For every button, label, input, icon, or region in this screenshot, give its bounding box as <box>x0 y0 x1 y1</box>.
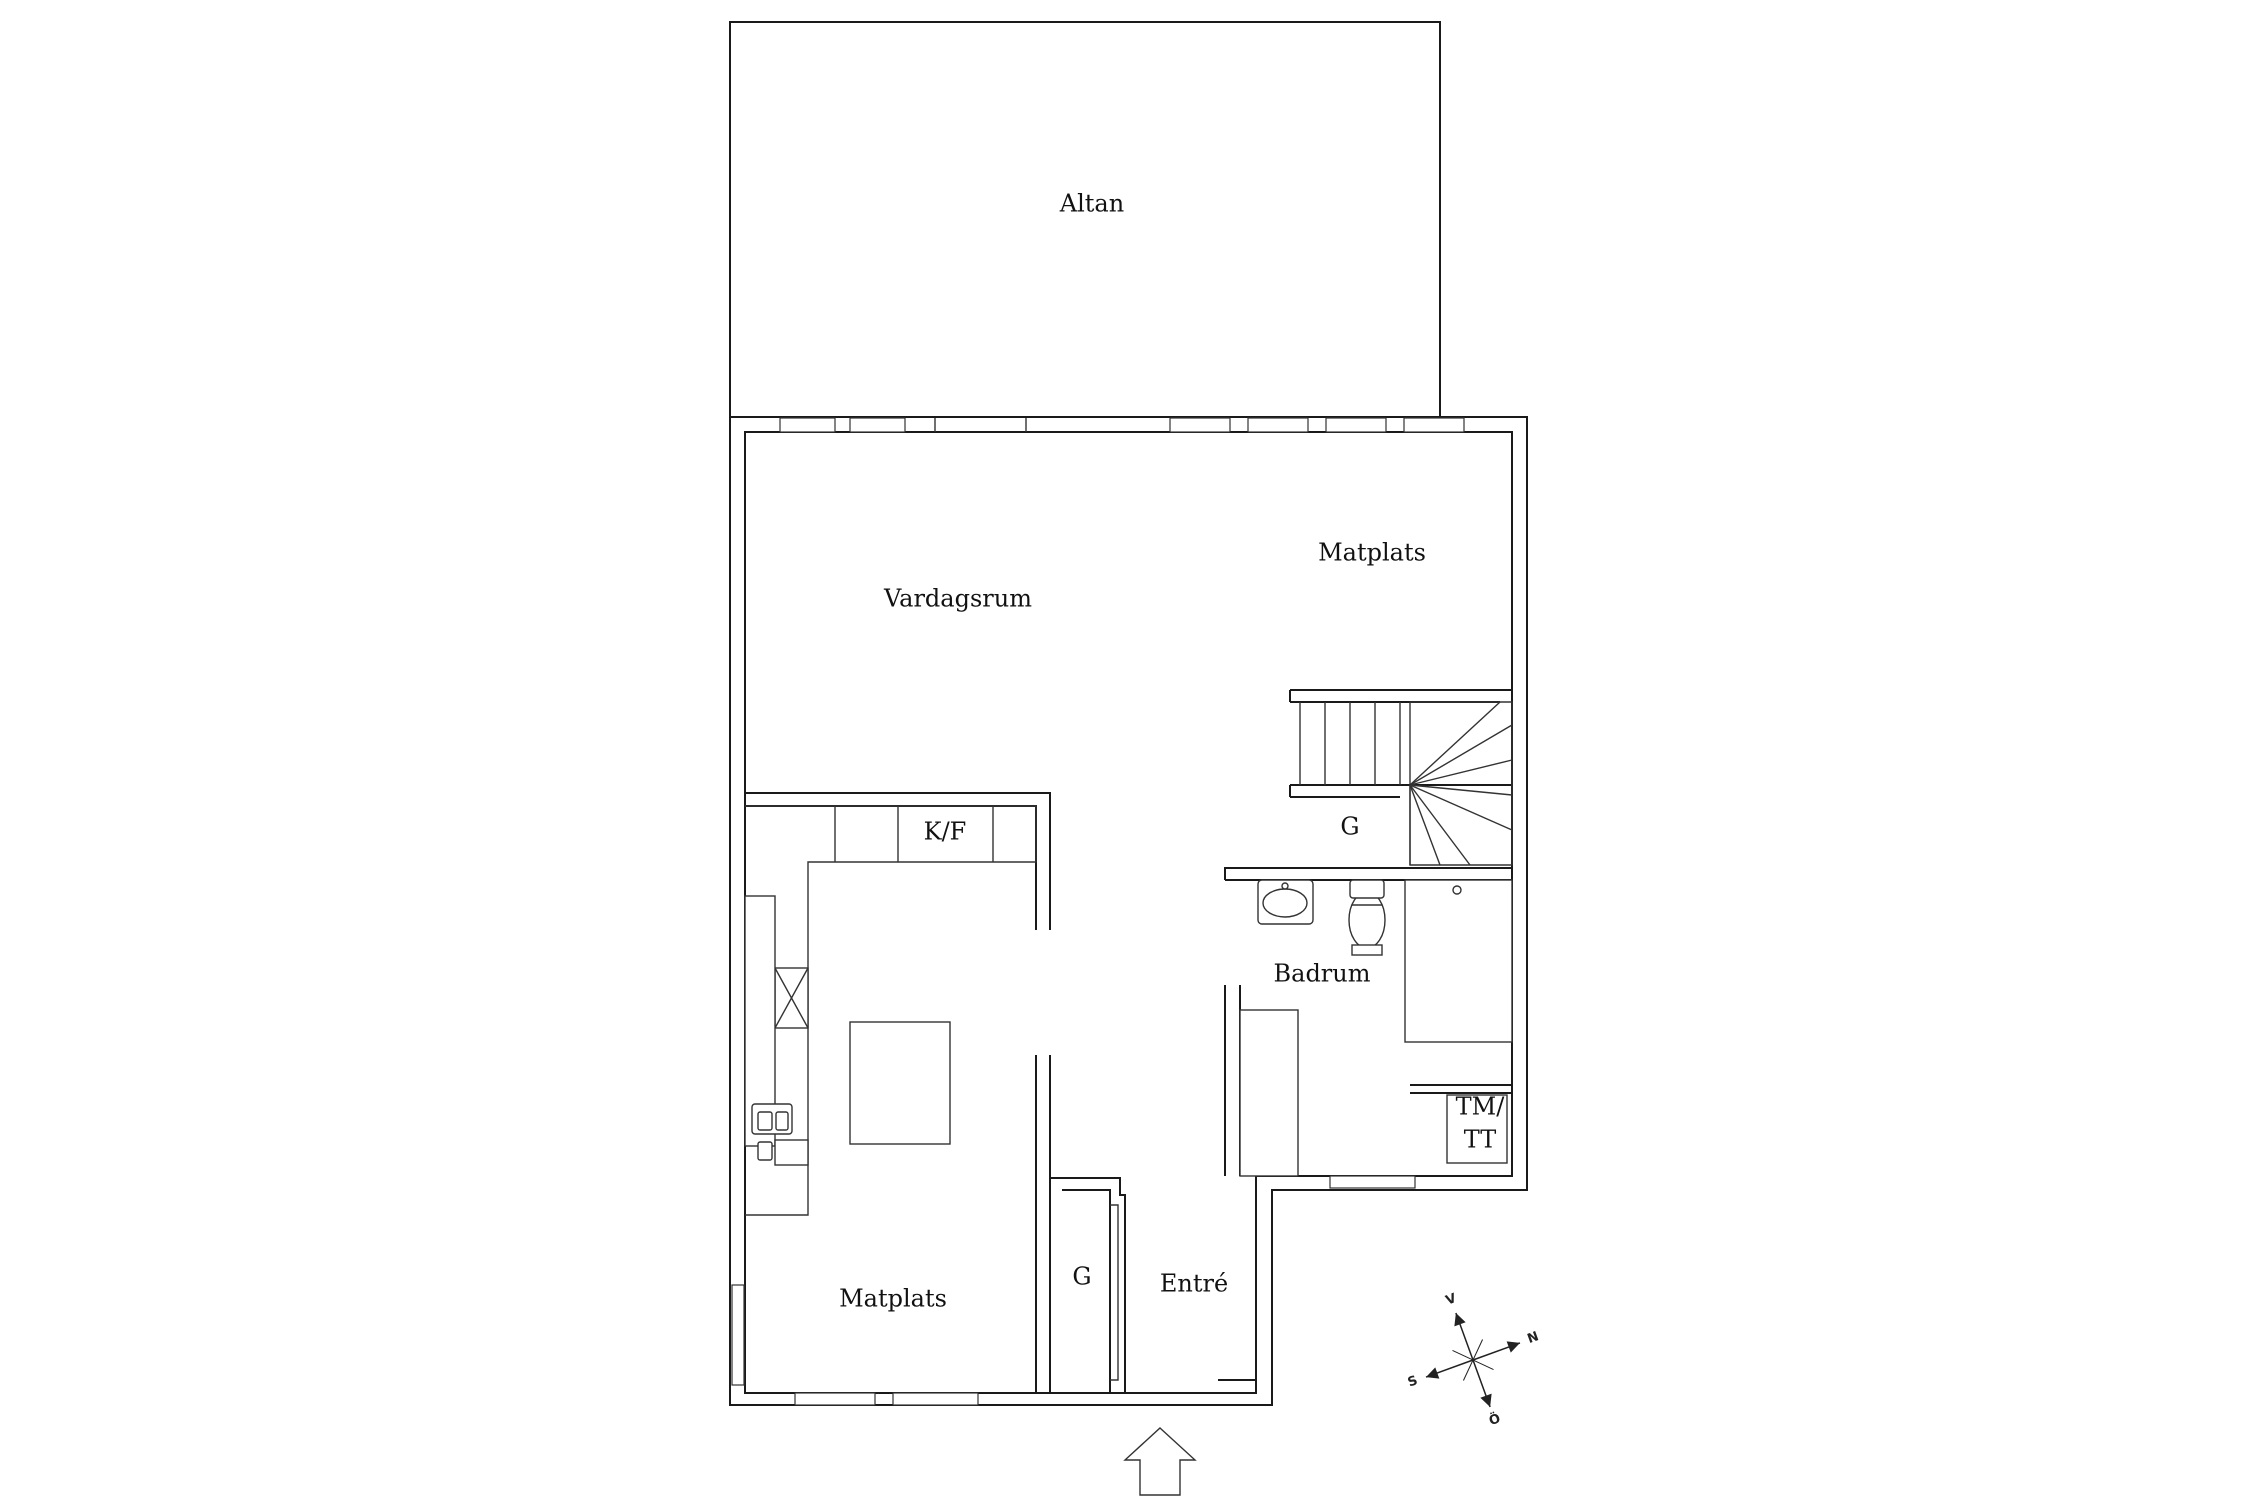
label-kf: K/F <box>924 818 967 846</box>
compass-south: S <box>1406 1373 1420 1390</box>
compass-east: Ö <box>1487 1410 1503 1429</box>
label-badrum: Badrum <box>1274 960 1371 988</box>
sink-icon <box>1257 879 1314 925</box>
label-entre: Entré <box>1160 1270 1228 1298</box>
entrance-arrow-icon <box>1123 1427 1197 1496</box>
sink-kitchen-icon <box>751 1103 809 1166</box>
compass-north: N <box>1525 1329 1540 1347</box>
compass-west: V <box>1444 1291 1459 1309</box>
kitchen-counters <box>744 805 1037 1216</box>
toilet-icon <box>1348 879 1386 956</box>
kitchen-island <box>849 1021 951 1145</box>
label-matplats-lower: Matplats <box>839 1285 947 1313</box>
stairs <box>1289 689 1513 866</box>
entrance-walls <box>1050 1177 1256 1394</box>
shower-icon <box>1404 879 1513 1043</box>
compass-icon: V S N Ö <box>1406 1291 1541 1429</box>
label-tmtt-1: TM/ <box>1456 1093 1506 1121</box>
top-windows <box>779 417 1465 433</box>
label-altan: Altan <box>1059 190 1124 218</box>
altan-area <box>729 21 1441 418</box>
label-g-stairs: G <box>1340 813 1359 841</box>
bottom-windows <box>731 1175 1416 1406</box>
label-g-closet: G <box>1072 1263 1091 1291</box>
label-vardagsrum: Vardagsrum <box>883 585 1032 613</box>
label-matplats-upper: Matplats <box>1318 539 1426 567</box>
bathroom-walls <box>1224 867 1513 1177</box>
label-tmtt-2: TT <box>1464 1126 1496 1154</box>
